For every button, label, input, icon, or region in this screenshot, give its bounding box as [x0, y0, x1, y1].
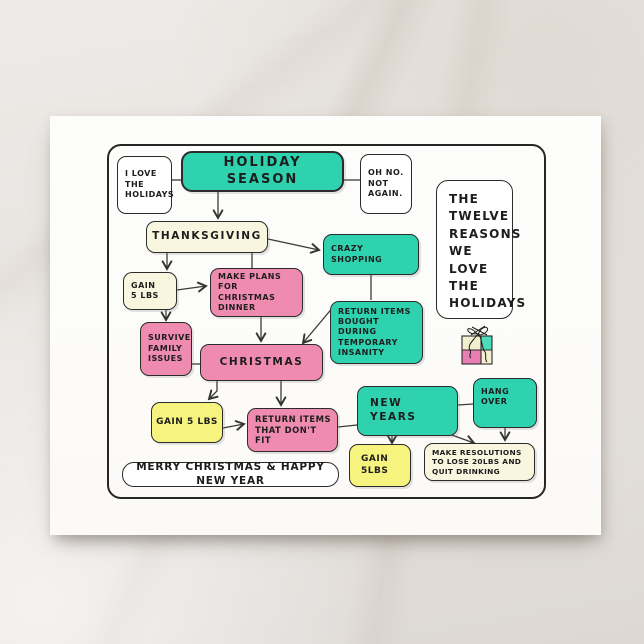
node-new-years: NEW YEARS	[357, 386, 458, 436]
node-return-items-dont-fit: RETURN ITEMS THAT DON'T FIT	[247, 408, 338, 452]
node-i-love-the-holidays: I LOVE THE HOLIDAYS	[117, 156, 174, 214]
node-hang-over: HANG OVER	[473, 378, 537, 428]
node-gain-5lbs-christmas: GAIN 5 LBS	[151, 402, 223, 443]
node-survive-family-issues: SURVIVE FAMILY ISSUES	[140, 322, 192, 376]
node-oh-no-not-again: OH NO. NOT AGAIN.	[360, 154, 412, 214]
node-make-plans-christmas-dinner: MAKE PLANS FOR CHRISTMAS DINNER	[210, 268, 303, 317]
postcard: I LOVE THE HOLIDAYS HOLIDAY SEASON OH NO…	[50, 116, 601, 535]
node-make-resolutions: MAKE RESOLUTIONS TO LOSE 20LBS AND QUIT …	[424, 443, 535, 481]
node-holiday-season: HOLIDAY SEASON	[181, 151, 344, 192]
node-thanksgiving: THANKSGIVING	[146, 221, 268, 253]
gift-icon	[461, 325, 493, 365]
banner-merry-christmas: MERRY CHRISTMAS & HAPPY NEW YEAR	[122, 461, 339, 487]
flowchart-border	[107, 144, 546, 499]
node-gain-5lbs-thanksgiving: GAIN 5 LBS	[123, 272, 177, 310]
node-return-items-temporary-insanity: RETURN ITEMS BOUGHT DURING TEMPORARY INS…	[330, 301, 423, 364]
side-title-twelve-reasons: THE TWELVE REASONS WE LOVE THE HOLIDAYS	[436, 180, 525, 319]
node-gain-5lbs-newyears: GAIN 5LBS	[349, 444, 411, 487]
node-crazy-shopping: CRAZY SHOPPING	[323, 234, 419, 275]
node-christmas: CHRISTMAS	[200, 344, 323, 381]
